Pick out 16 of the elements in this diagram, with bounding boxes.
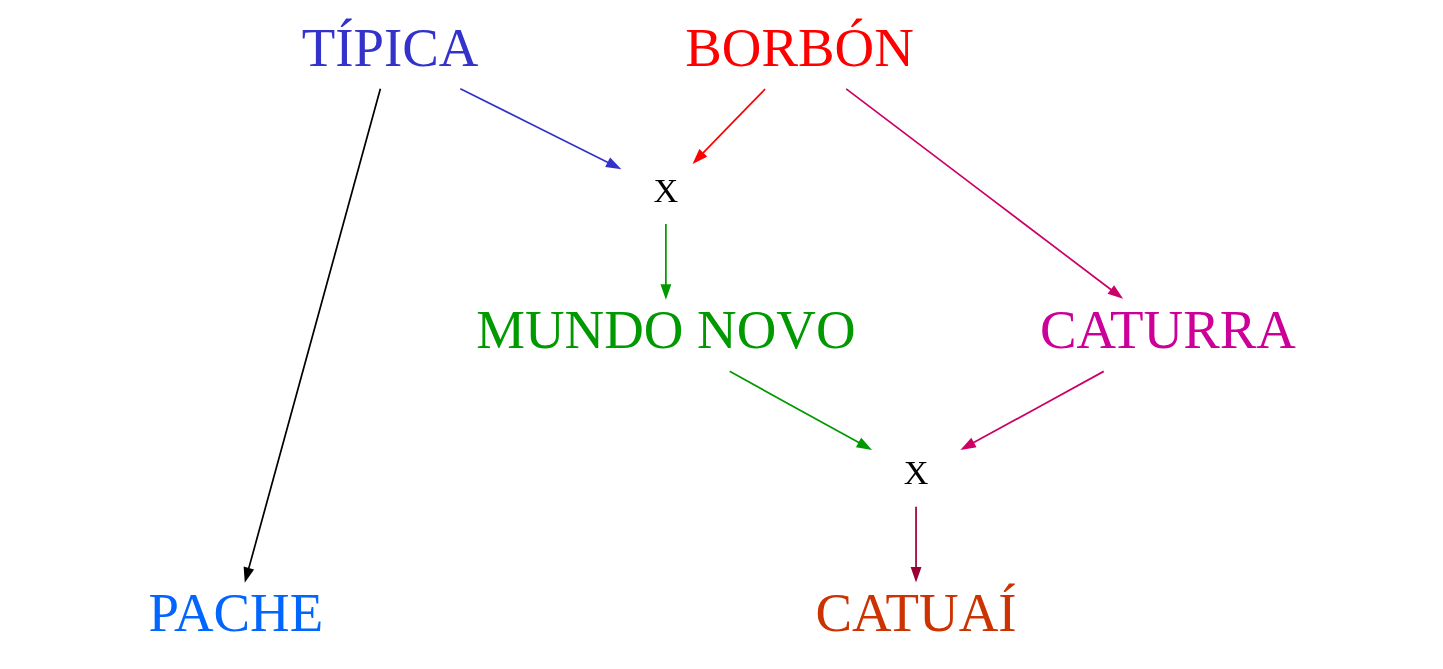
node-text: X: [653, 170, 678, 209]
arrow: [844, 88, 1123, 299]
arrow: [459, 87, 621, 170]
arrow: [243, 87, 381, 583]
node-text: CATURRA: [1039, 299, 1296, 361]
arrow: [692, 88, 766, 164]
node-text: X: [903, 453, 928, 492]
arrow: [910, 505, 921, 583]
node-text: TÍPICA: [301, 16, 478, 78]
node-text: PACHE: [147, 582, 323, 644]
node-text: MUNDO NOVO: [475, 299, 855, 361]
arrow: [728, 370, 872, 450]
arrow: [959, 370, 1105, 450]
node-text: CATUAÍ: [815, 582, 1017, 644]
arrow: [660, 223, 671, 300]
node-text: BORBÓN: [684, 16, 914, 78]
